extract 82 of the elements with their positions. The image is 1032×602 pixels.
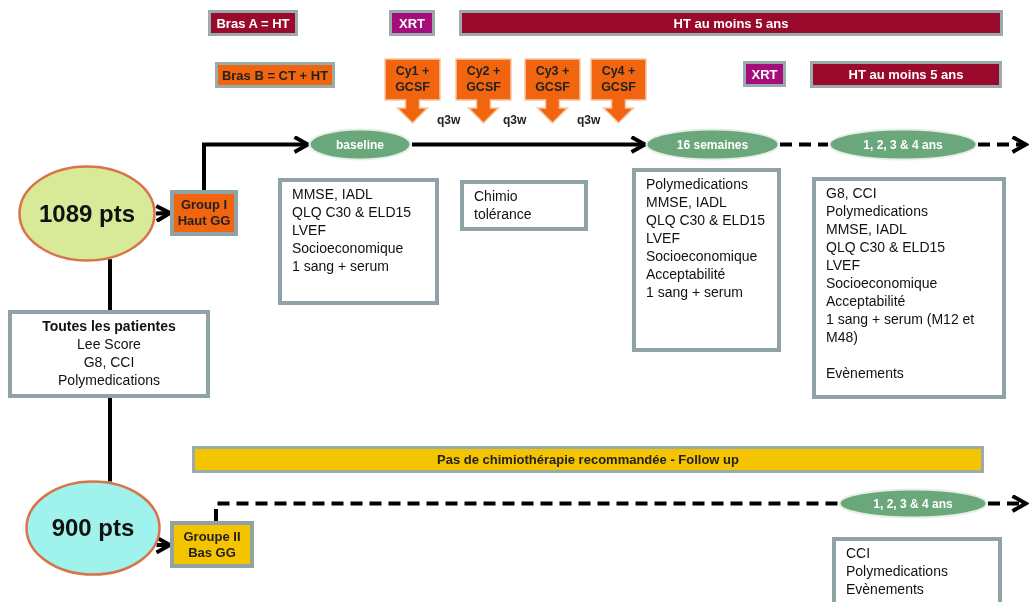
label-bar xyxy=(208,10,298,36)
label-bar xyxy=(389,10,435,36)
node-text: LVEF xyxy=(646,229,681,247)
node-text: QLQ C30 & ELD15 xyxy=(292,203,413,221)
assessment-box xyxy=(812,177,1006,399)
node-text: MMSE, IADL xyxy=(292,185,374,203)
label-bar xyxy=(743,61,786,87)
group-box xyxy=(170,521,254,568)
node-text: baseline xyxy=(335,137,385,152)
node-text: QLQ C30 & ELD15 xyxy=(646,211,767,229)
node-text: Cy3 + GCSF xyxy=(534,63,571,95)
connector-line xyxy=(108,259,112,310)
milestone-oval xyxy=(828,128,978,161)
connector-line xyxy=(214,501,838,521)
node-text: Socioeconomique xyxy=(292,239,405,257)
node-text: Acceptabilité xyxy=(646,265,727,283)
node-text: QLQ C30 & ELD15 xyxy=(826,238,947,256)
assessment-box xyxy=(832,537,1002,602)
node-text: Polymedications xyxy=(826,202,929,220)
node-text: 1 sang + serum (M12 et M48) xyxy=(826,310,976,346)
node-text: Evènements xyxy=(826,364,905,382)
assessment-box xyxy=(8,310,210,398)
interval-label: q3w xyxy=(437,113,461,127)
milestone-oval xyxy=(308,128,412,161)
node-text: LVEF xyxy=(826,256,861,274)
arrow xyxy=(202,135,310,190)
node-text: 1, 2, 3 & 4 ans xyxy=(862,137,944,152)
node-text: Cy4 + GCSF xyxy=(600,63,637,95)
node-text: Socioeconomique xyxy=(646,247,759,265)
group-box xyxy=(170,190,238,236)
node-text: Bras A = HT xyxy=(216,15,290,31)
node-text: Groupe II Bas GG xyxy=(182,528,242,561)
node-text: G8, CCI xyxy=(826,184,878,202)
connector-line xyxy=(108,398,112,482)
node-text: 16 semaines xyxy=(675,137,750,152)
node-text: 1, 2, 3 & 4 ans xyxy=(872,496,954,511)
arrow xyxy=(412,135,647,154)
assessment-box xyxy=(460,180,588,231)
node-text: Cy2 + GCSF xyxy=(465,63,502,95)
node-text: Chimio tolérance xyxy=(474,187,533,223)
node-text: Bras B = CT + HT xyxy=(221,67,329,83)
node-text: Polymedications xyxy=(846,562,949,580)
interval-label: q3w xyxy=(503,113,527,127)
box-heading: Toutes les patientes xyxy=(41,317,177,335)
milestone-oval xyxy=(838,488,988,519)
node-text: MMSE, IADL xyxy=(646,193,728,211)
label-bar xyxy=(215,62,335,88)
node-text: XRT xyxy=(399,15,425,31)
label-bar xyxy=(810,61,1002,88)
arrow xyxy=(154,535,172,555)
node-text: Pas de chimiothérapie recommandée - Follow up xyxy=(437,452,739,467)
arrow xyxy=(988,494,1028,513)
node-text: MMSE, IADL xyxy=(826,220,908,238)
node-text: HT au moins 5 ans xyxy=(848,67,964,82)
node-text: Acceptabilité xyxy=(826,292,907,310)
interval-label: q3w xyxy=(577,113,601,127)
arrow xyxy=(978,135,1028,154)
label-bar xyxy=(192,446,984,473)
node-text: Group I Haut GG xyxy=(176,197,232,229)
node-text: HT au moins 5 ans xyxy=(673,15,789,31)
node-text: LVEF xyxy=(292,221,327,239)
node-text: Polymedications xyxy=(646,175,749,193)
label-bar xyxy=(459,10,1003,36)
patient-count-oval xyxy=(25,480,161,576)
node-text: 900 pts xyxy=(50,513,136,543)
node-text: Polymedications xyxy=(57,371,161,389)
connector-line xyxy=(780,142,828,147)
node-text: CCI xyxy=(846,544,872,562)
patient-count-oval xyxy=(18,165,156,262)
node-text: Evènements xyxy=(846,580,925,598)
assessment-box xyxy=(632,168,781,352)
node-text: XRT xyxy=(751,66,778,82)
node-text: G8, CCI xyxy=(82,353,136,371)
node-text: Lee Score xyxy=(76,335,142,353)
milestone-oval xyxy=(645,128,780,161)
node-text: 1 sang + serum xyxy=(292,257,390,275)
node-text: 1089 pts xyxy=(37,198,137,229)
assessment-box xyxy=(278,178,439,305)
arrow xyxy=(154,204,172,223)
node-text: Socioeconomique xyxy=(826,274,939,292)
node-text: Cy1 + GCSF xyxy=(394,63,431,95)
node-text: 1 sang + serum xyxy=(646,283,744,301)
